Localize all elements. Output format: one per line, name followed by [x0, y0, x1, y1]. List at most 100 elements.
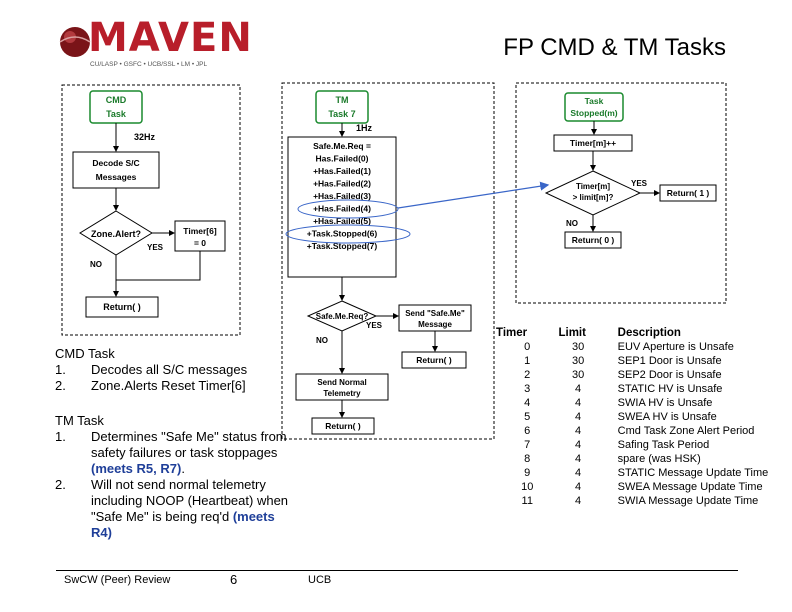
cmd-note-item: 1.Decodes all S/C messages [55, 362, 248, 377]
task-stopped-panel [515, 82, 727, 304]
tm-return-right-label: Return( ) [416, 355, 452, 365]
limit-cell: 30 [571, 341, 585, 353]
description-cell: STATIC HV is Unsafe [617, 383, 723, 395]
table-row: 4 4 SWIA HV is Unsafe [496, 396, 792, 410]
maven-logo: MAVEN CU/LASP • GSFC • UCB/SSL • LM • JP… [58, 14, 252, 74]
timer-cell: 7 [524, 439, 531, 451]
cmd-notes-heading: CMD Task [55, 346, 115, 361]
limit-cell: 4 [575, 467, 582, 479]
cmd-return-label: Return( ) [103, 302, 141, 312]
send-safe-line2: Message [418, 320, 452, 329]
safe-me-req-decision-label: Safe.Me.Req? [316, 312, 369, 321]
safe-me-req-box [287, 136, 397, 278]
description-cell: STATIC Message Update Time [617, 467, 769, 479]
description-cell: SWIA Message Update Time [617, 495, 759, 507]
safe-me-req-term: Has.Failed(0) [316, 154, 369, 164]
planet-icon [59, 27, 91, 57]
return-true-box [659, 184, 717, 202]
limit-cell: 4 [575, 397, 582, 409]
limit-cell: 4 [575, 495, 582, 507]
timer6-line2: = 0 [194, 238, 206, 248]
limit-cell: 4 [575, 383, 582, 395]
timer-cell: 9 [524, 467, 531, 479]
safe-me-req-term: +Has.Failed(4) [313, 204, 371, 214]
table-row: 8 4 spare (was HSK) [496, 452, 792, 466]
tm-yes-label: YES [366, 321, 383, 330]
task-start-line1: Task [585, 96, 604, 106]
description-cell: SEP2 Door is Unsafe [617, 369, 722, 381]
description-cell: Safing Task Period [617, 439, 710, 451]
zone-yes-label: YES [147, 243, 164, 252]
tm-rate-label: 1Hz [356, 123, 373, 133]
tm-no-label: NO [316, 336, 328, 345]
safe-me-req-expression: Safe.Me.Req = Has.Failed(0) +Has.Failed(1)… [307, 141, 378, 251]
requirement-ref: (meets R5, R7) [91, 461, 182, 476]
description-cell: SEP1 Door is Unsafe [617, 355, 722, 367]
tm-task-panel [281, 82, 495, 440]
timer-cell: 5 [524, 411, 531, 423]
footer-org: UCB [308, 574, 332, 586]
description-cell: SWIA HV is Unsafe [617, 397, 713, 409]
safe-me-req-term: +Has.Failed(1) [313, 166, 371, 176]
timer-cell: 2 [524, 369, 531, 381]
timer-cell: 6 [524, 425, 531, 437]
limit-cell: 4 [575, 425, 582, 437]
send-normal-telemetry-box [295, 373, 389, 401]
tm-note-item: 1.Determines "Safe Me" status from safet… [55, 429, 287, 476]
tm-start-line1: TM [336, 95, 349, 105]
limit-cell: 4 [575, 439, 582, 451]
timer-cell: 4 [524, 397, 531, 409]
timer-limit-line2: > limit[m]? [573, 193, 614, 202]
description-cell: spare (was HSK) [617, 453, 701, 465]
requirement-ref: (meets R4) [91, 509, 275, 540]
limit-cell: 30 [571, 355, 585, 367]
zone-no-label: NO [90, 260, 102, 269]
page-title: FP CMD & TM Tasks [503, 34, 726, 61]
return-true-label: Return( 1 ) [667, 188, 710, 198]
cmd-start-line2: Task [106, 109, 127, 119]
decode-line2: Messages [96, 172, 137, 182]
safe-me-req-term: +Has.Failed(2) [313, 179, 371, 189]
safe-me-req-term: +Has.Failed(3) [313, 191, 371, 201]
decode-line1: Decode S/C [92, 158, 139, 168]
tm-task-notes: TM Task 1.Determines "Safe Me" status fr… [55, 413, 291, 541]
zone-alert-label: Zone.Alert? [91, 229, 141, 239]
footer-page-number: 6 [230, 572, 238, 587]
logo-partners: CU/LASP • GSFC • UCB/SSL • LM • JPL [90, 61, 208, 68]
tm-return-right-box [401, 351, 467, 369]
cmd-rate-label: 32Hz [134, 132, 156, 142]
description-col-header: Description [617, 327, 681, 339]
timer-cell: 11 [521, 495, 533, 507]
footer-review: SwCW (Peer) Review [64, 574, 171, 586]
timer-cell: 8 [524, 453, 531, 465]
return-false-box [564, 231, 622, 249]
tm-return-bottom-label: Return( ) [325, 421, 361, 431]
limit-cell: 4 [575, 453, 582, 465]
task-no-label: NO [566, 219, 578, 228]
send-normal-line2: Telemetry [323, 389, 361, 398]
tm-notes-heading: TM Task [55, 413, 104, 428]
timer-cell: 1 [524, 355, 531, 367]
send-normal-line1: Send Normal [317, 378, 366, 387]
decode-box [72, 151, 160, 189]
timer-increment-label: Timer[m]++ [570, 138, 616, 148]
timer6-line1: Timer[6] [183, 226, 217, 236]
logo-wordmark: MAVEN [88, 15, 253, 61]
tm-note-item: 2.Will not send normal telemetry includi… [55, 477, 289, 540]
cmd-return-box [85, 296, 159, 318]
safe-me-req-term: Safe.Me.Req = [313, 141, 371, 151]
description-cell: SWEA Message Update Time [617, 481, 763, 493]
safe-me-req-term: +Task.Stopped(6) [307, 229, 378, 239]
description-cell: SWEA HV is Unsafe [617, 411, 717, 423]
timer-limit-line1: Timer[m] [576, 182, 610, 191]
callout-arrow [397, 181, 550, 209]
table-row: 9 4 STATIC Message Update Time [496, 466, 792, 480]
safe-me-req-term: +Task.Stopped(7) [307, 241, 378, 251]
